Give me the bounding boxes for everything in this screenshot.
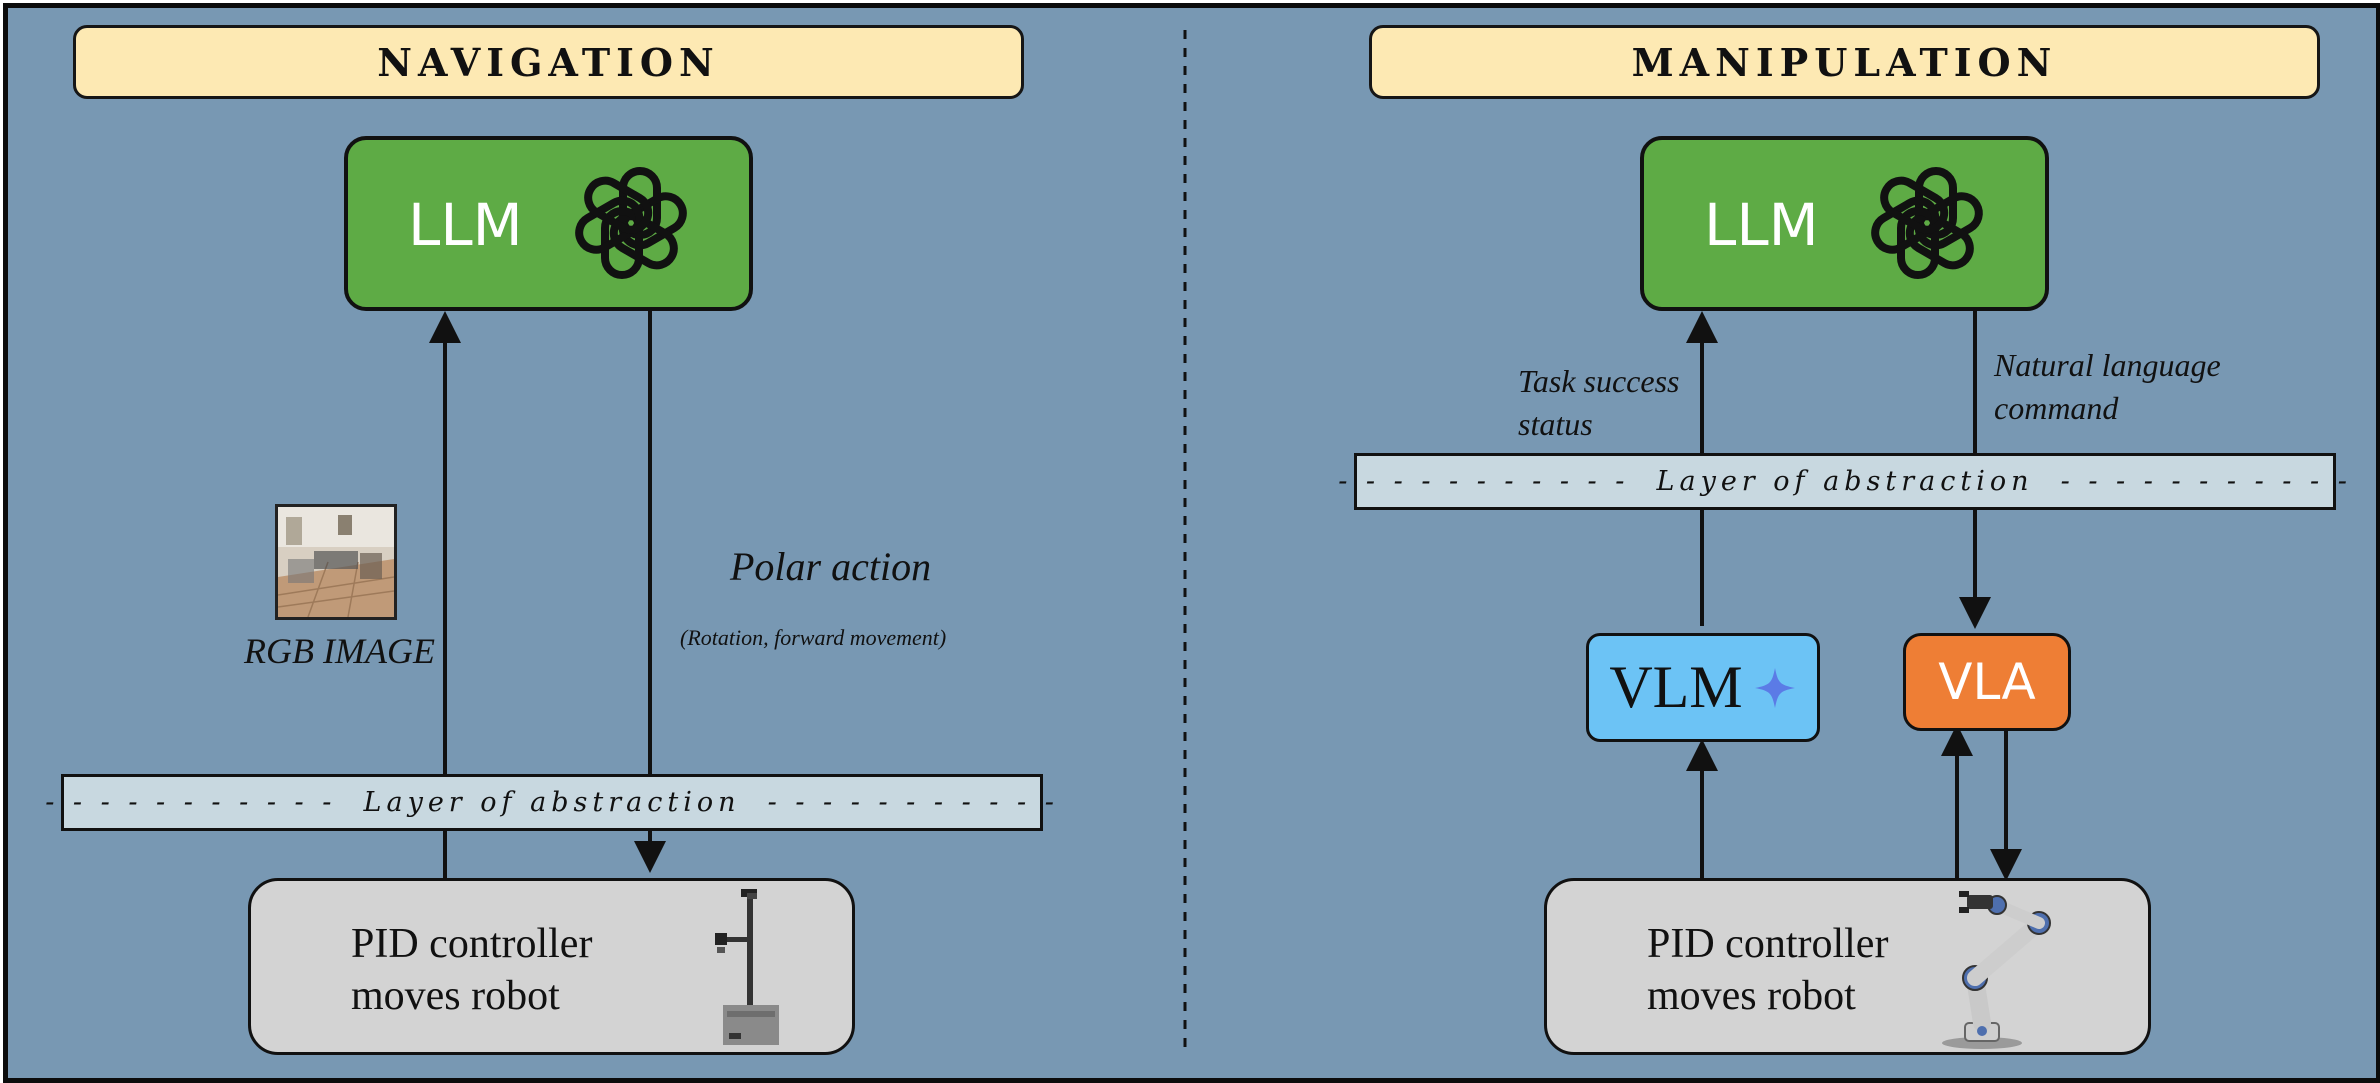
navigation-pid-box: PID controller moves robot	[248, 878, 855, 1055]
manipulation-llm-box: LLM	[1640, 136, 2049, 311]
manipulation-pid-label: PID controller moves robot	[1647, 918, 1888, 1022]
navigation-pid-label: PID controller moves robot	[351, 918, 592, 1022]
mobile-robot-icon	[715, 889, 779, 1045]
sparkle-icon	[1754, 667, 1795, 708]
manipulation-title: MANIPULATION	[1369, 25, 2320, 99]
command-line1: Natural language	[1994, 347, 2221, 383]
status-line1: Task success	[1518, 363, 1680, 399]
vla-label: VLA	[1938, 653, 2036, 711]
manipulation-abstraction-layer: - - - - - - - - - - - Layer of abstracti…	[1338, 453, 2347, 510]
indoor-room-photo-icon	[275, 504, 397, 620]
openai-logo-icon	[1871, 167, 1983, 279]
polar-action-label: Polar action	[730, 544, 932, 589]
vla-box: VLA	[1903, 633, 2071, 731]
rgb-image-label: RGB IMAGE	[244, 631, 435, 671]
manipulation-llm-label: LLM	[1704, 191, 1819, 259]
navigation-llm-box: LLM	[344, 136, 753, 311]
navigation-llm-label: LLM	[408, 191, 523, 259]
manipulation-pid-line2: moves robot	[1647, 973, 1856, 1019]
manipulation-pid-line1: PID controller	[1647, 921, 1889, 967]
navigation-pid-line1: PID controller	[351, 921, 593, 967]
task-success-status-label: Task success status	[1518, 360, 1679, 446]
vlm-box: VLM	[1586, 633, 1820, 742]
natural-language-command-label: Natural language command	[1994, 344, 2221, 430]
diagram-frame: NAVIGATION LLM RGB IMAGE	[3, 3, 2380, 1083]
manipulation-pid-box: PID controller moves robot	[1544, 878, 2151, 1055]
navigation-abstraction-layer: - - - - - - - - - - - Layer of abstracti…	[45, 774, 1054, 831]
command-line2: command	[1994, 390, 2119, 426]
navigation-title: NAVIGATION	[73, 25, 1024, 99]
openai-logo-icon	[575, 167, 687, 279]
navigation-pid-line2: moves robot	[351, 973, 560, 1019]
vlm-label: VLM	[1609, 654, 1743, 720]
robot-arm-icon	[1942, 891, 2051, 1049]
status-line2: status	[1518, 406, 1593, 442]
polar-action-subtitle: (Rotation, forward movement)	[680, 625, 947, 650]
